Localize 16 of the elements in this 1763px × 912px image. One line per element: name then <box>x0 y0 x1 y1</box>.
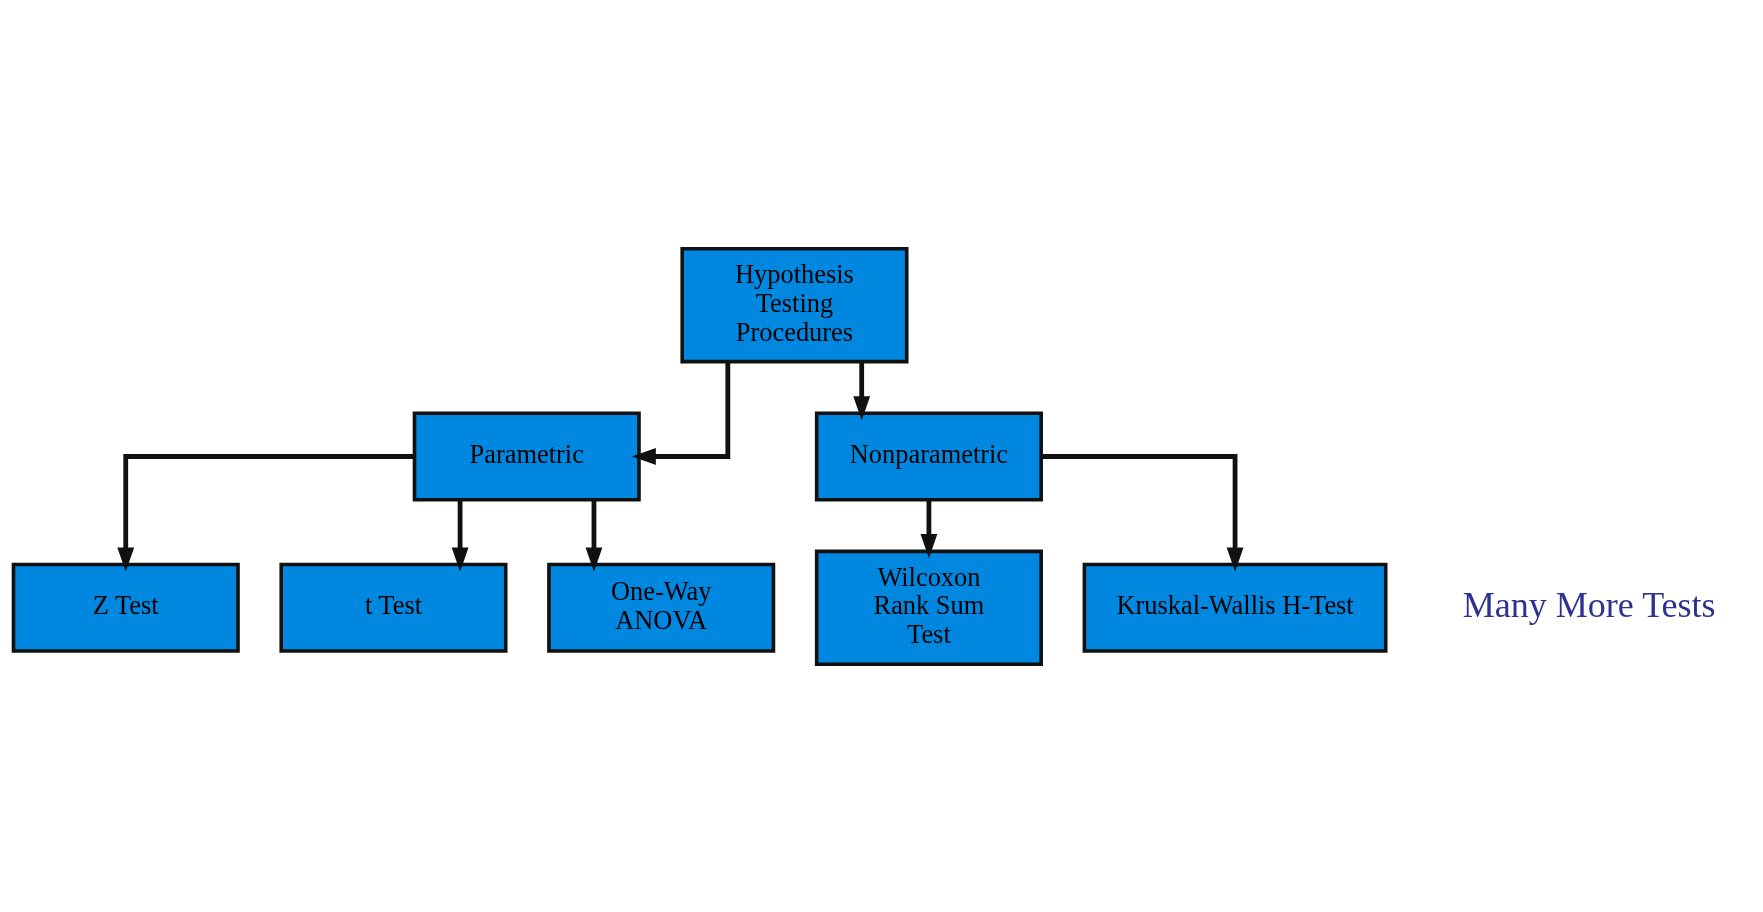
node-box: Kruskal-Wallis H-Test <box>1082 562 1388 653</box>
label: Many More Tests <box>1462 584 1716 625</box>
node-box: Wilcoxon Rank Sum Test <box>814 549 1043 666</box>
node-box: Nonparametric <box>814 410 1043 502</box>
arrow <box>631 361 731 465</box>
arrow <box>920 499 938 558</box>
arrow <box>117 453 414 572</box>
node-box: One-Way ANOVA <box>547 562 776 653</box>
arrow <box>853 361 871 420</box>
arrow <box>451 499 469 572</box>
arrow <box>585 499 603 572</box>
node-box: Z Test <box>11 562 240 653</box>
node-box: t Test <box>279 562 508 653</box>
node-box: Parametric <box>412 410 641 502</box>
node-box: Hypothesis Testing Procedures <box>680 246 909 363</box>
arrow <box>1041 453 1244 572</box>
